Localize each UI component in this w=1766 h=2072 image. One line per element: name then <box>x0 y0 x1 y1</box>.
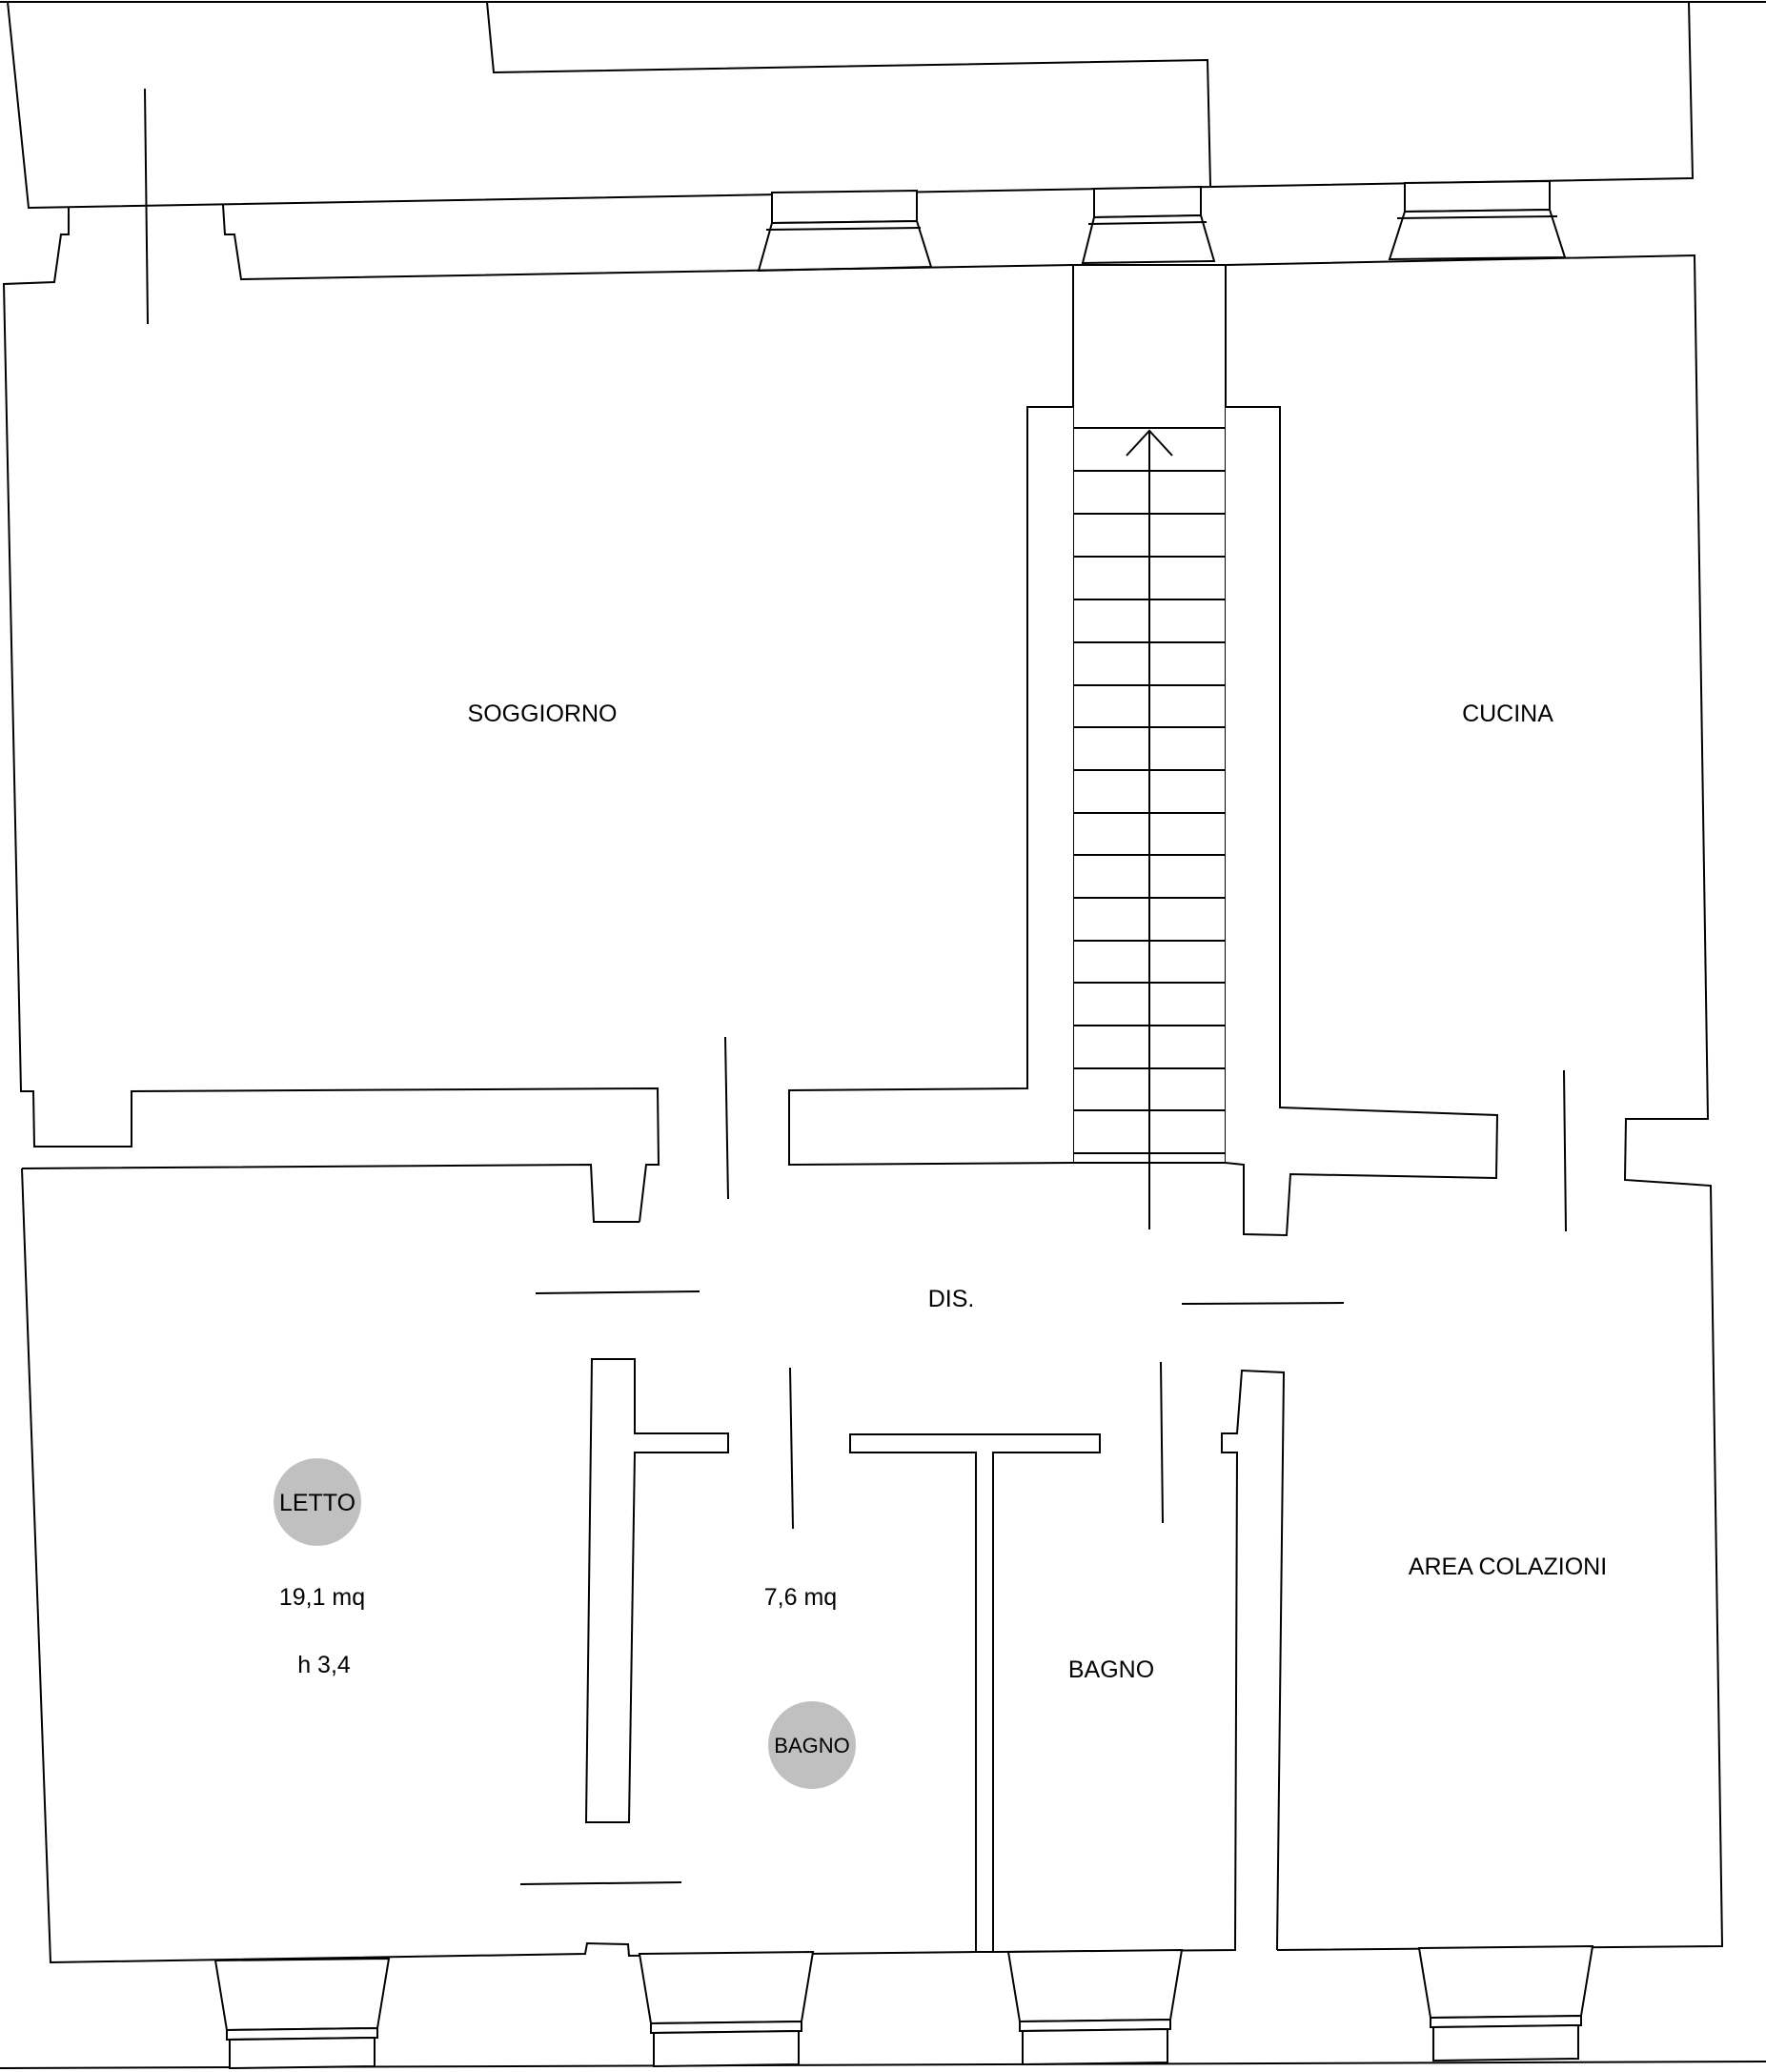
outer-wall-left-top <box>2 208 660 1223</box>
wall-stair-left <box>788 406 1074 1167</box>
top-outer-wall <box>7 1 1695 210</box>
door-line-dis-left <box>535 1290 700 1294</box>
window-top-2 <box>1081 185 1216 265</box>
wall-letto-outer <box>21 1163 639 1223</box>
badge-letto-label: LETTO <box>279 1490 355 1516</box>
door-line-cucina <box>1563 1069 1567 1232</box>
label-soggiorno: SOGGIORNO <box>468 701 618 727</box>
top-step-line <box>486 1 1211 187</box>
label-letto-height: h 3,4 <box>297 1652 351 1678</box>
badge-bagno-circle <box>768 1701 856 1789</box>
door-line-dis-right <box>1181 1302 1345 1305</box>
window-bottom-3 <box>1006 1948 1184 2066</box>
door-line-soggiorno <box>724 1036 729 1200</box>
outer-wall-top-soggiorno <box>222 204 1074 281</box>
window-bottom-4 <box>1417 1944 1594 2062</box>
wall-bagno-small <box>992 1369 1286 1953</box>
badge-letto: LETTO <box>274 1458 361 1546</box>
wall-letto-bagno-partition <box>584 1358 729 1823</box>
stair-arrow <box>1126 429 1173 1229</box>
badge-bagno: BAGNO <box>768 1701 856 1789</box>
window-bottom-2 <box>638 1950 815 2068</box>
window-bottom-1 <box>213 1957 391 2070</box>
badge-bagno-label: BAGNO <box>774 1734 849 1757</box>
door-line-bagno-left <box>789 1367 794 1530</box>
label-letto-area: 19,1 mq <box>279 1584 365 1611</box>
door-line-entrance <box>144 88 149 325</box>
outer-wall-top-cucina <box>1225 254 1724 1951</box>
label-cucina: CUCINA <box>1462 701 1553 727</box>
label-bagno: BAGNO <box>1068 1656 1154 1683</box>
wall-t-bagno <box>849 1433 1101 1953</box>
window-top-1 <box>757 189 933 273</box>
wall-stair-right <box>1225 406 1499 1237</box>
label-dis: DIS. <box>928 1286 975 1312</box>
badge-letto-circle <box>274 1458 361 1546</box>
door-line-letto-bottom <box>519 1881 682 1885</box>
label-area-colazioni: AREA COLAZIONI <box>1409 1554 1607 1580</box>
wall-letto-left-bottom <box>21 1168 977 1964</box>
label-bagno-area: 7,6 mq <box>764 1584 837 1611</box>
window-top-3 <box>1388 179 1567 261</box>
door-line-bagno-right <box>1160 1361 1164 1524</box>
